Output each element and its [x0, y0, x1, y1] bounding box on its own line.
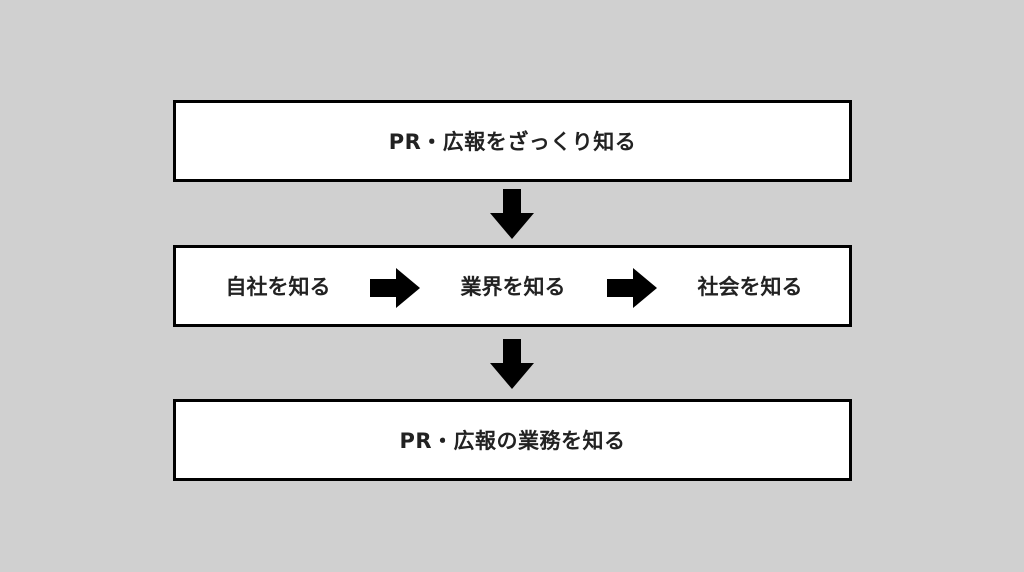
- step-label-society: 社会を知る: [697, 275, 803, 299]
- arrow-right-icon: [607, 268, 657, 308]
- step-label-industry: 業界を知る: [460, 275, 566, 299]
- step-label-pr-work: PR・広報の業務を知る: [399, 429, 626, 453]
- arrow-down-icon: [490, 339, 534, 389]
- step-label-overview: PR・広報をざっくり知る: [388, 130, 637, 154]
- arrow-right-icon: [370, 268, 420, 308]
- step-box-overview: PR・広報をざっくり知る: [173, 100, 852, 182]
- arrow-down-icon: [490, 189, 534, 239]
- step-box-research: 自社を知る 業界を知る 社会を知る: [173, 245, 852, 327]
- step-box-pr-work: PR・広報の業務を知る: [173, 399, 852, 481]
- step-label-own-company: 自社を知る: [225, 275, 331, 299]
